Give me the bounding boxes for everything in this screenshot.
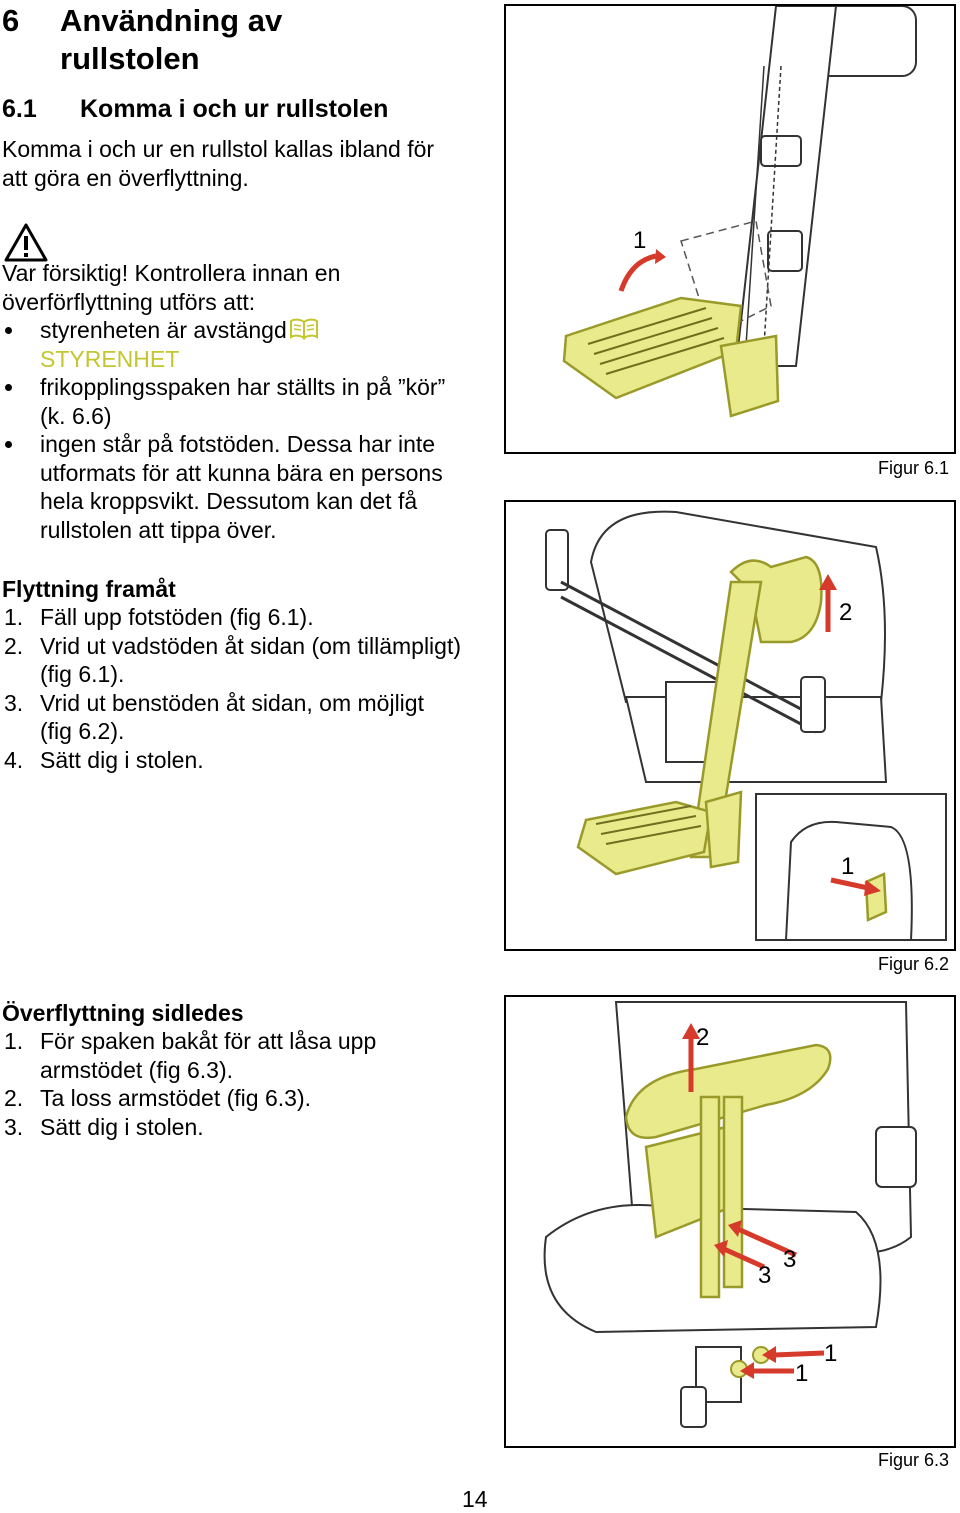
section-number: 6 <box>2 3 20 38</box>
step-number: 4. <box>4 746 24 773</box>
armrest <box>624 1043 832 1299</box>
figure-label: 3 <box>758 1262 771 1289</box>
page-number: 14 <box>462 1486 488 1512</box>
figure-6-2: 2 1 <box>504 500 956 951</box>
step-item: 2. Vrid ut vadstöden åt sidan (om tillämp… <box>2 632 462 689</box>
figure-label: 1 <box>824 1340 837 1367</box>
step-item: 2. Ta loss armstödet (fig 6.3). <box>2 1084 462 1113</box>
step-text: Sätt dig i stolen. <box>40 746 204 773</box>
bullet-text: styrenheten är avstängd <box>40 317 287 343</box>
step-text: Sätt dig i stolen. <box>40 1113 204 1140</box>
sideways-heading: Överflyttning sidledes <box>2 1000 244 1026</box>
warning-lead: Var försiktig! <box>2 260 129 286</box>
subsection-title: Komma i och ur rullstolen <box>80 95 389 123</box>
footrest-raised-illustration: 1 <box>562 5 917 418</box>
figure-caption: Figur 6.3 <box>878 1450 950 1470</box>
step-item: 1. För spaken bakåt för att låsa upp arms… <box>2 1027 462 1084</box>
warning-list: styrenheten är avstängd STYRENHET frikop… <box>2 316 462 544</box>
forward-steps: 1. Fäll upp fotstöden (fig 6.1). 2. Vrid u… <box>2 603 462 774</box>
list-item: styrenheten är avstängd STYRENHET <box>2 316 462 373</box>
figure-label: 1 <box>841 853 854 880</box>
step-text: Fäll upp fotstöden (fig 6.1). <box>40 604 314 630</box>
sideways-steps: 1. För spaken bakåt för att låsa upp arms… <box>2 1027 462 1141</box>
warning-triangle-icon <box>4 223 48 262</box>
styrenhet-link[interactable]: STYRENHET <box>40 345 180 372</box>
footplate <box>562 296 780 418</box>
legrest <box>576 555 823 876</box>
step-number: 3. <box>4 689 24 716</box>
step-number: 1. <box>4 604 24 630</box>
figure-caption: Figur 6.2 <box>878 954 950 974</box>
step-text: Vrid ut vadstöden åt sidan (om tillämpli… <box>40 632 462 688</box>
list-item: ingen står på fotstöden. Dessa har inte … <box>2 430 462 544</box>
armrest-removal-illustration: 2 3 3 1 1 <box>543 1001 917 1428</box>
step-item: 3. Sätt dig i stolen. <box>2 1113 462 1142</box>
step-item: 3. Vrid ut benstöden åt sidan, om möjligt… <box>2 689 462 746</box>
figure-label: 2 <box>696 1024 709 1051</box>
figure-6-1: 1 <box>504 4 956 454</box>
figure-label: 1 <box>633 227 646 254</box>
legrest-swing-illustration: 2 1 <box>545 510 947 941</box>
list-item: frikopplingsspaken har ställts in på ”kö… <box>2 373 462 430</box>
subsection-number: 6.1 <box>2 95 37 123</box>
step-item: 4. Sätt dig i stolen. <box>2 746 462 775</box>
warning-text: Var försiktig! Kontrollera innan en över… <box>2 259 462 317</box>
step-number: 2. <box>4 632 24 659</box>
figure-caption: Figur 6.1 <box>878 458 950 478</box>
subsection-heading: 6.1 Komma i och ur rullstolen <box>2 93 388 125</box>
step-text: Vrid ut benstöden åt sidan, om möjligt (… <box>40 689 424 745</box>
book-icon <box>289 318 318 340</box>
warning-body: Kontrollera innan en överförflyttning ut… <box>2 260 341 315</box>
intro-paragraph: Komma i och ur en rullstol kallas ibland… <box>2 136 435 191</box>
figure-label: 3 <box>783 1246 796 1273</box>
step-number: 1. <box>4 1028 24 1054</box>
section-title: Användning av rullstolen <box>60 3 283 76</box>
step-number: 3. <box>4 1113 24 1140</box>
figure-6-3: 2 3 3 1 1 <box>504 995 956 1448</box>
step-item: 1. Fäll upp fotstöden (fig 6.1). <box>2 603 462 632</box>
figure-label: 1 <box>795 1360 808 1387</box>
section-heading: 6 Användning av rullstolen <box>2 2 360 78</box>
step-number: 2. <box>4 1085 24 1111</box>
forward-heading: Flyttning framåt <box>2 576 176 602</box>
figure-label: 2 <box>839 599 852 626</box>
step-text: För spaken bakåt för att låsa upp armstö… <box>40 1028 377 1083</box>
step-text: Ta loss armstödet (fig 6.3). <box>40 1085 311 1111</box>
